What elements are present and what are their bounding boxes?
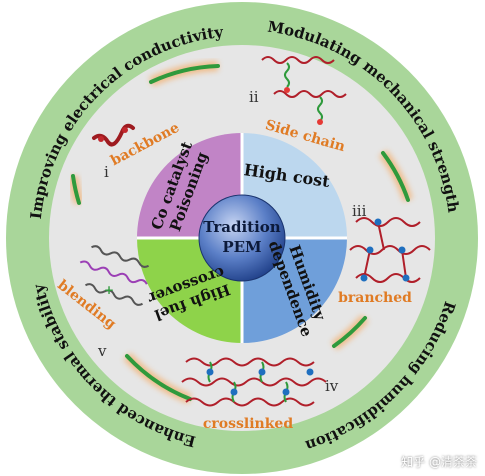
branched-node <box>402 274 410 282</box>
arrow-arc-right-lower <box>331 314 369 351</box>
numeral-iv: iv <box>325 377 339 395</box>
crosslinked-chain-1 <box>185 357 315 367</box>
crosslink-node <box>258 368 266 376</box>
branched-chain <box>349 245 431 255</box>
arrow-arc-bottom <box>123 352 192 404</box>
strategy-branched: iii branched <box>338 202 431 306</box>
branched-chain <box>355 273 421 283</box>
numeral-v: v <box>97 342 107 360</box>
branched-chain <box>355 217 421 227</box>
numeral-iii: iii <box>352 202 367 220</box>
arrow-arc-top <box>148 61 220 87</box>
backbone-node <box>122 127 128 133</box>
crosslink-node <box>306 368 314 376</box>
center-sphere <box>198 194 286 282</box>
crosslink-node <box>230 388 238 396</box>
label-branched: branched <box>338 290 412 306</box>
cycle-arrows <box>68 61 413 404</box>
center-title-line2: PEM <box>222 238 261 256</box>
side-chain-node <box>317 119 323 125</box>
branched-links <box>363 221 407 279</box>
branched-node <box>398 246 406 254</box>
arrow-arc-right-upper <box>378 149 413 202</box>
watermark: 知乎 @清荼荼 <box>401 455 477 469</box>
numeral-i: i <box>104 163 109 181</box>
side-chain-backbone-bottom <box>273 90 347 98</box>
numeral-ii: ii <box>249 88 259 106</box>
crosslink-node <box>282 388 290 396</box>
side-chain-branch <box>284 62 290 88</box>
strategy-crosslinked: iv crosslinked <box>181 357 339 432</box>
branched-node <box>374 218 382 226</box>
blending-chain-purple <box>79 260 148 285</box>
crosslink-node <box>206 368 214 376</box>
crosslinked-chain-2 <box>181 377 327 387</box>
center-title-line1: Tradition <box>203 218 281 236</box>
crosslinked-chain-3 <box>185 397 315 407</box>
side-chain-branch <box>317 96 323 122</box>
blending-plus-mark: + <box>104 283 114 297</box>
blending-chain-gray <box>91 245 150 268</box>
side-chain-node <box>284 87 290 93</box>
branched-node <box>366 246 374 254</box>
backbone-polymer-chain <box>92 123 135 147</box>
arrow-arc-left <box>68 174 84 205</box>
label-crosslinked: crosslinked <box>203 416 293 432</box>
branched-node <box>360 274 368 282</box>
blending-chain-gray <box>85 283 143 306</box>
backbone-node <box>98 136 104 142</box>
side-chain-backbone-top <box>261 56 335 64</box>
